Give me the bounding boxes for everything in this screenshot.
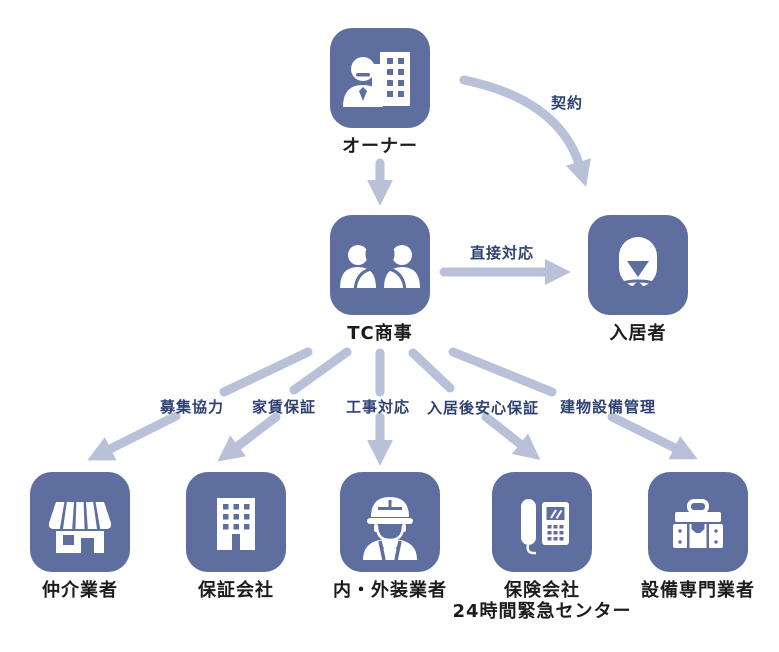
arrow-aftercare-to-insurance [481,412,541,460]
node-owner: オーナー [305,28,455,157]
edge-label-construction: 工事対応 [345,398,411,416]
node-label-owner: オーナー [342,136,418,157]
node-label-company: TC商事 [347,323,413,344]
fan-line-facility-upper [448,347,557,397]
node-tenant: 入居者 [563,215,713,344]
insurance-label-line2: 24時間緊急センター [452,601,632,623]
woman-icon [588,215,688,315]
construction-worker-icon [340,472,440,572]
people-group-icon [330,215,430,315]
node-label-guarantor: 保証会社 [198,580,274,601]
edge-label-recruit: 募集協力 [159,398,225,416]
arrow-contract-owner-to-tenant [459,75,592,188]
storefront-icon [30,472,130,572]
insurance-label-line1: 保険会社 [504,580,580,601]
arrow-rent-to-guarantor [217,412,281,462]
node-label-tenant: 入居者 [609,323,667,344]
node-broker: 仲介業者 [5,472,155,601]
arrow-facility-to-equipment [607,412,698,460]
toolbox-icon [648,472,748,572]
edge-label-rent: 家賃保証 [251,398,317,416]
fan-line-aftercare-upper [408,348,455,393]
fan-line-recruit-upper [219,347,313,397]
office-building-icon [186,472,286,572]
arrow-recruit-to-broker [87,411,181,461]
edge-label-direct: 直接対応 [469,244,535,262]
owner-icon [330,28,430,128]
edge-label-facility: 建物設備管理 [559,398,657,416]
node-label-insurance: 保険会社 24時間緊急センター [452,580,631,622]
node-equipment: 設備専門業者 [623,472,773,601]
edge-label-aftercare: 入居後安心保証 [426,399,540,417]
node-label-broker: 仲介業者 [42,580,118,601]
node-insurance: 保険会社 24時間緊急センター [442,472,642,622]
fan-line-rent-upper [289,347,352,395]
node-company: TC商事 [305,215,455,344]
node-contractor: 内・外装業者 [315,472,465,601]
edge-label-contract: 契約 [550,94,584,112]
node-label-contractor: 内・外装業者 [333,580,447,601]
desk-phone-icon [492,472,592,572]
node-label-equipment: 設備専門業者 [641,580,755,601]
node-guarantor: 保証会社 [161,472,311,601]
